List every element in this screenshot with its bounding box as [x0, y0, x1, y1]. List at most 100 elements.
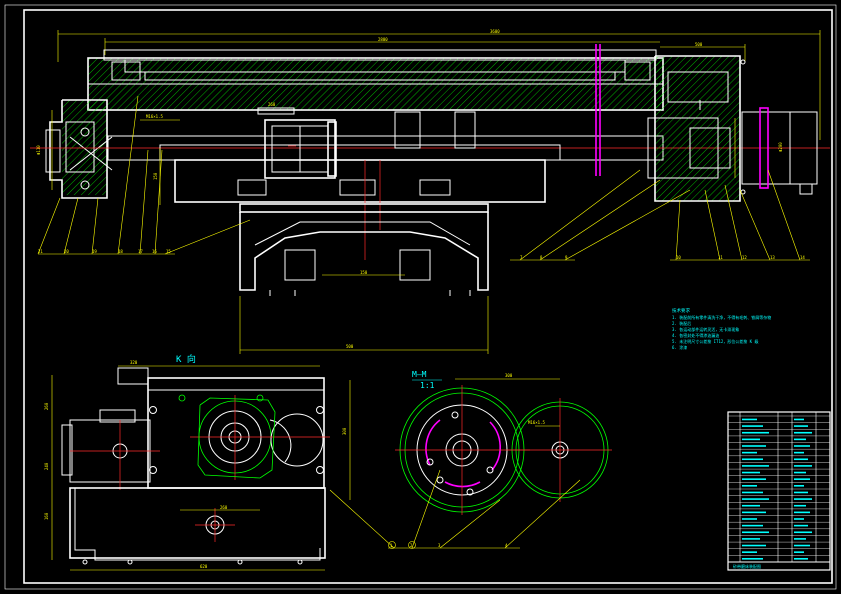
balloon-10: 10	[676, 255, 681, 260]
parts-list-cell-text	[742, 485, 757, 487]
note-line-2: 2. 装配后	[672, 320, 691, 326]
main-elevation-view: 2800 3600 500 Φ110	[30, 29, 830, 354]
parts-list-cell-text	[742, 465, 769, 467]
svg-text:260: 260	[44, 402, 49, 410]
main-beam	[87, 49, 664, 111]
balloon-14: 14	[800, 255, 805, 260]
parts-list-cell-text	[742, 471, 760, 474]
balloon-3: 3	[438, 543, 441, 548]
balloon-19: 19	[92, 249, 97, 254]
note-line-4: 4. 各密封处不得渗油漏油	[672, 332, 719, 338]
parts-list-rows	[728, 415, 830, 563]
note-line-3: 3. 各运动部件运转灵活，无卡滞现象	[672, 326, 739, 332]
parts-list-cell-text	[742, 431, 769, 434]
parts-list-cell-text	[794, 418, 804, 421]
note-line-6: 6. 涂漆	[672, 344, 687, 350]
section-scale: 1:1	[420, 381, 435, 390]
svg-text:160: 160	[44, 512, 49, 520]
parts-list-cell-text	[742, 458, 763, 461]
belt-markers	[595, 44, 601, 176]
part-leaders-mid: 7 8 9	[510, 169, 691, 261]
balloon-18: 18	[118, 249, 123, 254]
parts-list-cell-text	[742, 425, 763, 427]
parts-list-cell-text	[742, 531, 769, 534]
parts-list-cells	[742, 418, 812, 560]
section-m-m-view: M—M 1:1 300 M16×1.5	[329, 370, 612, 549]
svg-text:300: 300	[342, 427, 347, 435]
balloon-17: 17	[138, 249, 143, 254]
parts-list-cell-text	[794, 531, 812, 534]
view-k-label: K 向	[176, 353, 196, 365]
balloon-8: 8	[540, 255, 543, 260]
parts-list-cell-text	[794, 504, 806, 507]
parts-list-cell-text	[742, 524, 763, 527]
svg-text:260: 260	[220, 505, 228, 510]
svg-text:2800: 2800	[378, 37, 388, 42]
svg-text:260: 260	[268, 102, 276, 107]
note-line-1: 1. 装配前所有零件清洗干净，不得有毛刺、铁屑等杂物	[672, 314, 771, 320]
balloon-21: 21	[38, 249, 43, 254]
lower-carriage	[159, 111, 561, 260]
parts-list-cell-text	[794, 491, 808, 494]
top-dimension-lines: 2800 3600 500	[57, 29, 821, 140]
parts-list-cell-text	[794, 511, 810, 514]
balloon-20: 20	[64, 249, 69, 254]
parts-list-cell-text	[794, 445, 810, 447]
parts-list-cell-text	[742, 451, 757, 454]
left-end-housing: Φ110	[36, 99, 113, 199]
svg-text:Φ200: Φ200	[778, 142, 783, 152]
svg-text:620: 620	[200, 564, 208, 569]
balloon-15: 15	[166, 249, 171, 254]
parts-list-cell-text	[794, 425, 808, 427]
svg-text:Φ110: Φ110	[36, 145, 41, 155]
k-direction-view: K 向 320 260 240 160 300	[44, 353, 351, 571]
support-stand: 150 500 150	[153, 148, 489, 354]
right-end-housing	[647, 55, 746, 202]
parts-list-cell-text	[742, 538, 760, 540]
svg-text:320: 320	[130, 360, 138, 365]
parts-list-cell-text	[794, 431, 812, 434]
parts-list-cell-text	[742, 478, 766, 480]
balloon-4: 4	[505, 543, 508, 548]
svg-text:M16×1.5: M16×1.5	[146, 114, 163, 119]
parts-list-cell-text	[742, 445, 766, 447]
balloon-12: 12	[742, 255, 747, 260]
balloon-13: 13	[770, 255, 775, 260]
parts-list-cell-text	[794, 518, 804, 520]
balloon-1: 1	[390, 543, 393, 548]
note-line-5: 5. 未注明尺寸公差按 IT12，形位公差按 K 级	[672, 338, 759, 344]
balloon-11: 11	[718, 255, 723, 260]
svg-text:M16×1.5: M16×1.5	[528, 420, 545, 425]
parts-list-table: 砂带磨床装配图	[727, 411, 831, 571]
parts-list-cell-text	[794, 544, 810, 547]
parts-list-cell-text	[794, 558, 808, 560]
parts-list-cell-text	[794, 538, 806, 540]
svg-text:500: 500	[346, 344, 354, 349]
parts-list-cell-text	[742, 504, 760, 507]
parts-list-cell-text	[794, 524, 808, 527]
balloon-2: 2	[410, 543, 413, 548]
notes-title: 技术要求	[672, 307, 690, 314]
parts-list-cell-text	[742, 511, 766, 514]
balloon-16: 16	[152, 249, 157, 254]
section-label: M—M	[412, 370, 427, 379]
parts-list-cell-text	[794, 485, 804, 487]
drawing-frame	[4, 4, 837, 590]
parts-list-cell-text	[742, 544, 766, 547]
parts-list-cell-text	[794, 458, 808, 461]
parts-list-cell-text	[794, 451, 804, 454]
parts-list-cell-text	[794, 471, 806, 474]
parts-list-cell-text	[742, 551, 757, 553]
svg-text:150: 150	[360, 270, 368, 275]
svg-text:240: 240	[44, 462, 49, 470]
parts-list-cell-text	[794, 465, 812, 467]
part-leaders-left: 21 20 19 18 17 16 15 M16×1.5	[37, 95, 251, 255]
svg-text:500: 500	[695, 42, 703, 47]
svg-text:150: 150	[153, 172, 158, 180]
parts-list-cell-text	[742, 558, 763, 560]
balloon-9: 9	[565, 255, 568, 260]
parts-list-cell-text	[742, 498, 769, 500]
svg-text:300: 300	[505, 373, 513, 378]
part-leaders-right: 10 11 12 13 14	[670, 169, 810, 261]
